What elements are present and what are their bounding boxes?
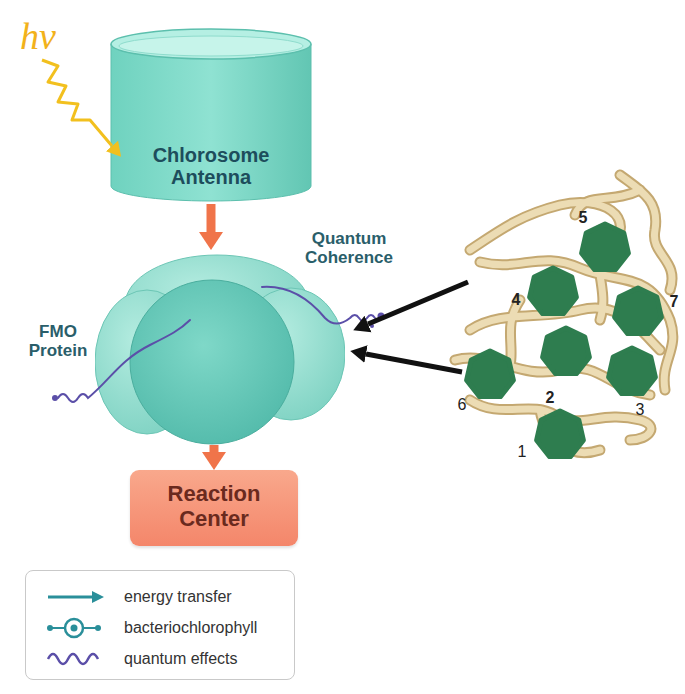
callout-number: 3 xyxy=(630,401,650,419)
quantum-wave xyxy=(58,287,375,402)
pointer-arrow xyxy=(366,354,462,372)
legend-sample xyxy=(36,614,116,642)
cylinder-top xyxy=(111,29,311,59)
cylinder-rim xyxy=(119,36,303,56)
quantum-dot xyxy=(52,395,58,401)
annotation-label: Quantum Coherence xyxy=(292,229,407,267)
protein-core xyxy=(130,280,294,444)
legend-label: bacteriochlorophyll xyxy=(124,619,257,637)
protein-trimer-outline xyxy=(95,250,345,445)
callout-number: 4 xyxy=(506,291,526,309)
process-box: Reaction Center xyxy=(130,470,298,546)
photon-wave xyxy=(42,60,112,146)
legend-row: energy transfer xyxy=(26,581,294,612)
legend-row: quantum effects xyxy=(26,643,294,674)
node-label: FMO Protein xyxy=(13,322,103,360)
pointer-arrow xyxy=(368,282,468,324)
callout-number: 2 xyxy=(540,389,560,407)
callout-number: 7 xyxy=(664,293,684,311)
node-label: Reaction Center xyxy=(139,482,289,531)
bacteriochlorophyll-symbol xyxy=(467,224,662,457)
node-label: Chlorosome Antenna xyxy=(141,144,281,189)
callout-number: 5 xyxy=(573,209,593,227)
energy-transfer-arrow xyxy=(207,204,216,232)
callout-number: 1 xyxy=(512,443,532,461)
legend-sample xyxy=(36,583,116,611)
quantum-dot xyxy=(378,313,385,320)
legend-label: energy transfer xyxy=(124,588,232,606)
photon-symbol: hν xyxy=(3,15,73,58)
cylinder-body xyxy=(111,44,311,201)
antenna-cylinder: Chlorosome Antenna xyxy=(108,26,314,204)
protein-trimer: FMO Protein xyxy=(95,250,345,445)
callout-number: 6 xyxy=(452,396,472,414)
energy-transfer-arrow xyxy=(210,445,219,452)
quantum-dot xyxy=(370,324,374,328)
legend-sample xyxy=(36,645,116,673)
legend-box: energy transfer bacteriochlorophyll quantu… xyxy=(25,570,295,680)
legend-label: quantum effects xyxy=(124,650,238,668)
legend-row: bacteriochlorophyll xyxy=(26,612,294,643)
